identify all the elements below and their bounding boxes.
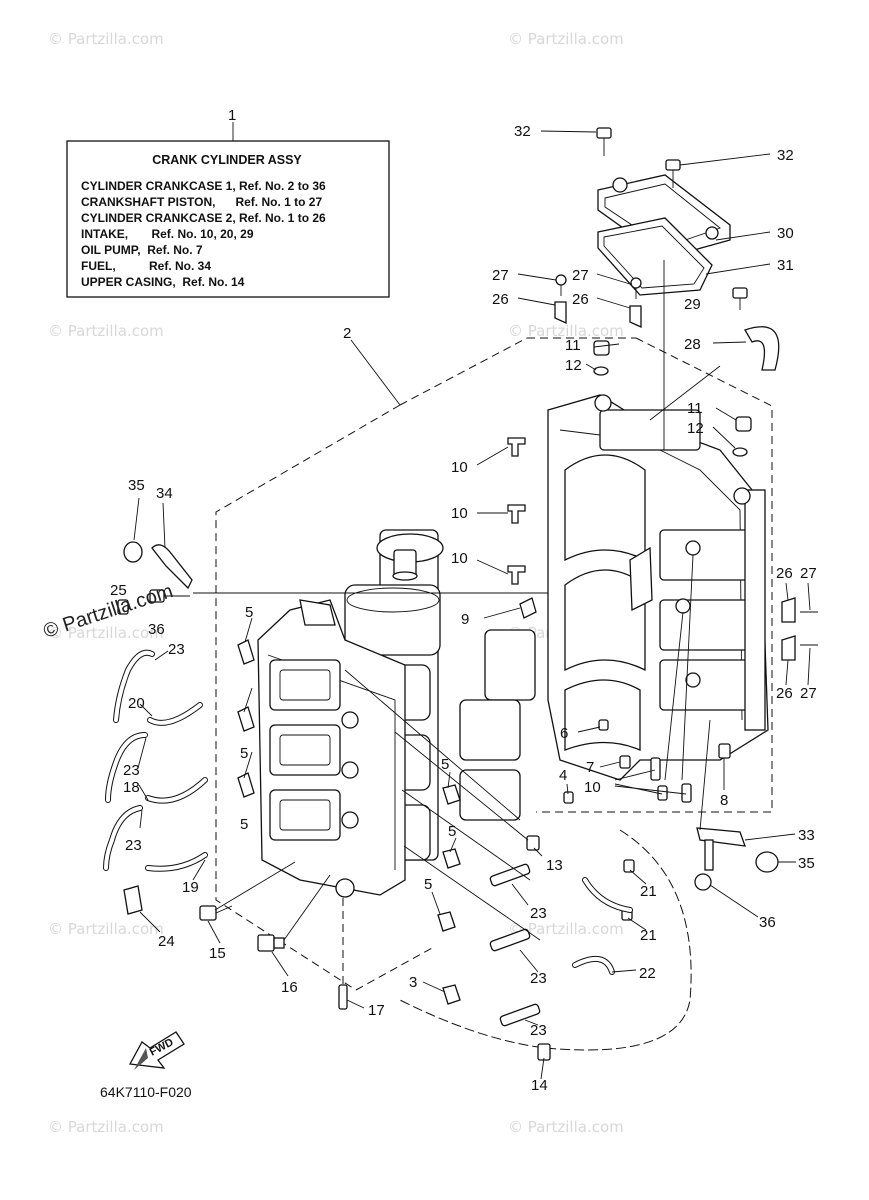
callout-number: 10 bbox=[584, 779, 601, 796]
watermark: © Partzilla.com bbox=[48, 322, 164, 340]
callout-number: 8 bbox=[720, 792, 728, 809]
assy-reference-box: CRANK CYLINDER ASSY CYLINDER CRANKCASE 1… bbox=[66, 122, 390, 298]
watermark-layer: © Partzilla.com © Partzilla.com © Partzi… bbox=[48, 30, 624, 1136]
callout-number: 4 bbox=[559, 767, 567, 784]
callout-number: 27 bbox=[800, 565, 817, 582]
small-parts-left bbox=[103, 541, 348, 1010]
crankshaft-piston-group bbox=[344, 529, 536, 861]
watermark: © Partzilla.com bbox=[508, 30, 624, 48]
callout-number: 27 bbox=[572, 267, 589, 284]
watermark: © Partzilla.com bbox=[508, 1118, 624, 1136]
callout-number: 23 bbox=[530, 905, 547, 922]
watermark: © Partzilla.com bbox=[48, 624, 164, 642]
callout-number: 22 bbox=[639, 965, 656, 982]
assy-box-line: CYLINDER CRANKCASE 1, Ref. No. 2 to 36 bbox=[81, 179, 326, 193]
callout-number: 29 bbox=[684, 296, 701, 313]
callout-number: 32 bbox=[514, 123, 531, 140]
callout-number: 26 bbox=[572, 291, 589, 308]
bolt-icon bbox=[596, 127, 612, 156]
cylinder-crankcase-left bbox=[257, 599, 406, 898]
callout-number: 27 bbox=[800, 685, 817, 702]
assy-box-line: CYLINDER CRANKCASE 2, Ref. No. 1 to 26 bbox=[81, 211, 326, 225]
fitting-group bbox=[507, 437, 692, 803]
callout-number: 27 bbox=[492, 267, 509, 284]
bolt-icon bbox=[117, 599, 129, 615]
figure-number: 64K7110-F020 bbox=[100, 1084, 192, 1100]
callout-number: 23 bbox=[530, 970, 547, 987]
callout-number: 10 bbox=[451, 505, 468, 522]
callout-labels: 1 32 32 30 31 27 27 26 26 29 28 2 11 12 … bbox=[110, 107, 817, 1094]
callout-number: 25 bbox=[110, 582, 127, 599]
leader-lines bbox=[133, 130, 811, 1080]
callout-number: 11 bbox=[687, 400, 703, 417]
cylinder-crankcase-right bbox=[547, 394, 769, 781]
callout-number: 5 bbox=[441, 756, 449, 773]
assy-box-title: CRANK CYLINDER ASSY bbox=[152, 153, 302, 167]
callout-number: 10 bbox=[451, 550, 468, 567]
callout-number: 36 bbox=[148, 621, 165, 638]
callout-number: 2 bbox=[343, 325, 351, 342]
assy-box-line: UPPER CASING, Ref. No. 14 bbox=[81, 275, 245, 289]
callout-number: 31 bbox=[777, 257, 794, 274]
callout-number: 33 bbox=[798, 827, 815, 844]
callout-number: 5 bbox=[245, 604, 253, 621]
callout-number: 21 bbox=[640, 927, 657, 944]
callout-number: 21 bbox=[640, 883, 657, 900]
callout-number: 12 bbox=[565, 357, 582, 374]
assy-box-line: INTAKE, Ref. No. 10, 20, 29 bbox=[81, 227, 254, 241]
callout-number: 5 bbox=[240, 745, 248, 762]
callout-number: 15 bbox=[209, 945, 226, 962]
small-parts-right bbox=[399, 597, 818, 1061]
callout-number: 5 bbox=[240, 816, 248, 833]
callout-number: 12 bbox=[687, 420, 704, 437]
watermark: © Partzilla.com bbox=[48, 1118, 164, 1136]
assy-box-line: OIL PUMP, Ref. No. 7 bbox=[81, 243, 203, 257]
callout-number: 24 bbox=[158, 933, 175, 950]
callout-number: 35 bbox=[128, 477, 145, 494]
callout-number: 3 bbox=[409, 974, 417, 991]
watermark: © Partzilla.com bbox=[48, 30, 164, 48]
callout-number: 13 bbox=[546, 857, 563, 874]
callout-number: 16 bbox=[281, 979, 298, 996]
assy-box-line: FUEL, Ref. No. 34 bbox=[81, 259, 211, 273]
assy-box-line: CRANKSHAFT PISTON, Ref. No. 1 to 27 bbox=[81, 195, 322, 209]
callout-number: 17 bbox=[368, 1002, 385, 1019]
callout-number: 9 bbox=[461, 611, 469, 628]
callout-number: 6 bbox=[560, 725, 568, 742]
callout-number: 32 bbox=[777, 147, 794, 164]
callout-number: 10 bbox=[451, 459, 468, 476]
callout-number: 23 bbox=[125, 837, 142, 854]
callout-number: 28 bbox=[684, 336, 701, 353]
callout-number: 26 bbox=[492, 291, 509, 308]
watermark: © Partzilla.com bbox=[508, 920, 624, 938]
callout-number: 26 bbox=[776, 685, 793, 702]
callout-number: 23 bbox=[530, 1022, 547, 1039]
callout-number: 5 bbox=[424, 876, 432, 893]
callout-number: 11 bbox=[565, 337, 581, 354]
callout-number: 18 bbox=[123, 779, 140, 796]
callout-number: 36 bbox=[759, 914, 776, 931]
callout-number: 26 bbox=[776, 565, 793, 582]
assembly-outline bbox=[215, 337, 773, 991]
callout-number: 5 bbox=[448, 823, 456, 840]
callout-number: 23 bbox=[123, 762, 140, 779]
callout-number: 14 bbox=[531, 1077, 548, 1094]
watermark: © Partzilla.com bbox=[508, 322, 624, 340]
head-cover-group bbox=[554, 127, 780, 457]
callout-number: 23 bbox=[168, 641, 185, 658]
callout-number: 30 bbox=[777, 225, 794, 242]
callout-number: 20 bbox=[128, 695, 145, 712]
callout-number: 19 bbox=[182, 879, 199, 896]
callout-number: 35 bbox=[798, 855, 815, 872]
callout-number: 34 bbox=[156, 485, 173, 502]
callout-number: 7 bbox=[586, 759, 594, 776]
connector-lines bbox=[193, 260, 721, 941]
fwd-arrow: FWD bbox=[128, 1031, 185, 1070]
watermark: © Partzilla.com bbox=[48, 920, 164, 938]
callout-number: 1 bbox=[228, 107, 236, 124]
